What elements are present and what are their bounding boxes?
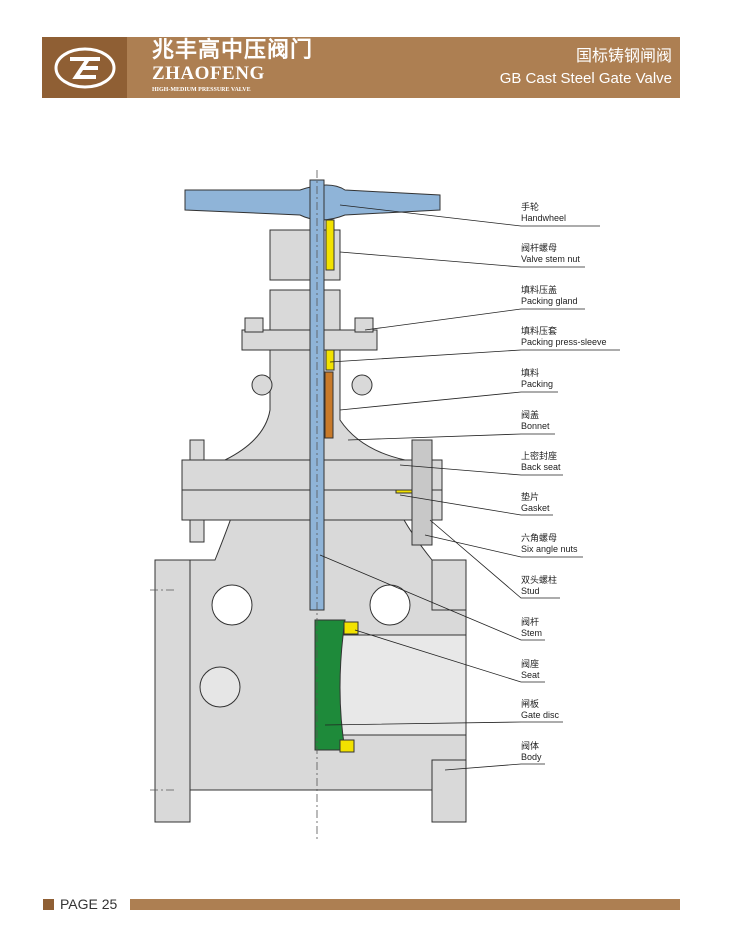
logo: [42, 37, 127, 98]
part-en: Body: [521, 752, 542, 762]
part-en: Bonnet: [521, 421, 550, 431]
part-cn: 阀杆: [521, 617, 540, 627]
part-en: Packing: [521, 379, 554, 389]
part-en: Gasket: [521, 503, 550, 513]
page-number-value: 25: [101, 896, 118, 912]
part-cn: 填料压盖: [521, 285, 558, 295]
part-cn: 填料压套: [521, 326, 558, 336]
footer-bar: [130, 899, 680, 910]
part-en: Packing press-sleeve: [521, 337, 607, 347]
part-cn: 闸板: [521, 699, 540, 709]
brand-name-cn: 兆丰高中压阀门: [152, 38, 314, 63]
page-number: PAGE 25: [60, 896, 117, 913]
part-cn: 双头螺柱: [521, 575, 558, 585]
part-cn: 阀体: [521, 741, 540, 751]
part-en: Seat: [521, 670, 540, 680]
gate-disc: [314, 619, 346, 751]
leader-lines: [319, 204, 620, 771]
part-cn: 六角螺母: [521, 533, 558, 543]
part-cn: 阀盖: [521, 410, 540, 420]
part-cn: 手轮: [521, 202, 540, 212]
page-header: 兆丰高中压阀门 ZHAOFENG HIGH-MEDIUM PRESSURE VA…: [42, 37, 680, 98]
part-en: Packing gland: [521, 296, 578, 306]
page-label: PAGE: [60, 896, 98, 912]
part-en: Gate disc: [521, 710, 560, 720]
zhaofeng-logo-icon: [54, 47, 116, 89]
part-cn: 阀杆螺母: [521, 243, 558, 253]
part-en: Six angle nuts: [521, 544, 578, 554]
right-flange-bottom: [431, 759, 467, 823]
part-cn: 上密封座: [521, 451, 558, 461]
footer-marker: [43, 899, 54, 910]
product-title-en: GB Cast Steel Gate Valve: [499, 70, 672, 87]
part-en: Handwheel: [521, 213, 567, 223]
left-flange: [154, 559, 191, 823]
part-cn: 垫片: [521, 492, 540, 502]
part-cn: 阀座: [521, 659, 540, 669]
right-flange-top: [431, 559, 467, 611]
brand-subtitle: HIGH-MEDIUM PRESSURE VALVE: [152, 87, 251, 93]
product-title-cn: 国标铸钢闸阀: [575, 46, 672, 65]
part-en: Stem: [521, 628, 543, 638]
brand-name-en: ZHAOFENG: [152, 63, 265, 84]
part-en: Valve stem nut: [521, 254, 580, 264]
part-en: Stud: [521, 586, 540, 596]
part-cn: 填料: [521, 368, 540, 378]
part-en: Back seat: [521, 462, 561, 472]
